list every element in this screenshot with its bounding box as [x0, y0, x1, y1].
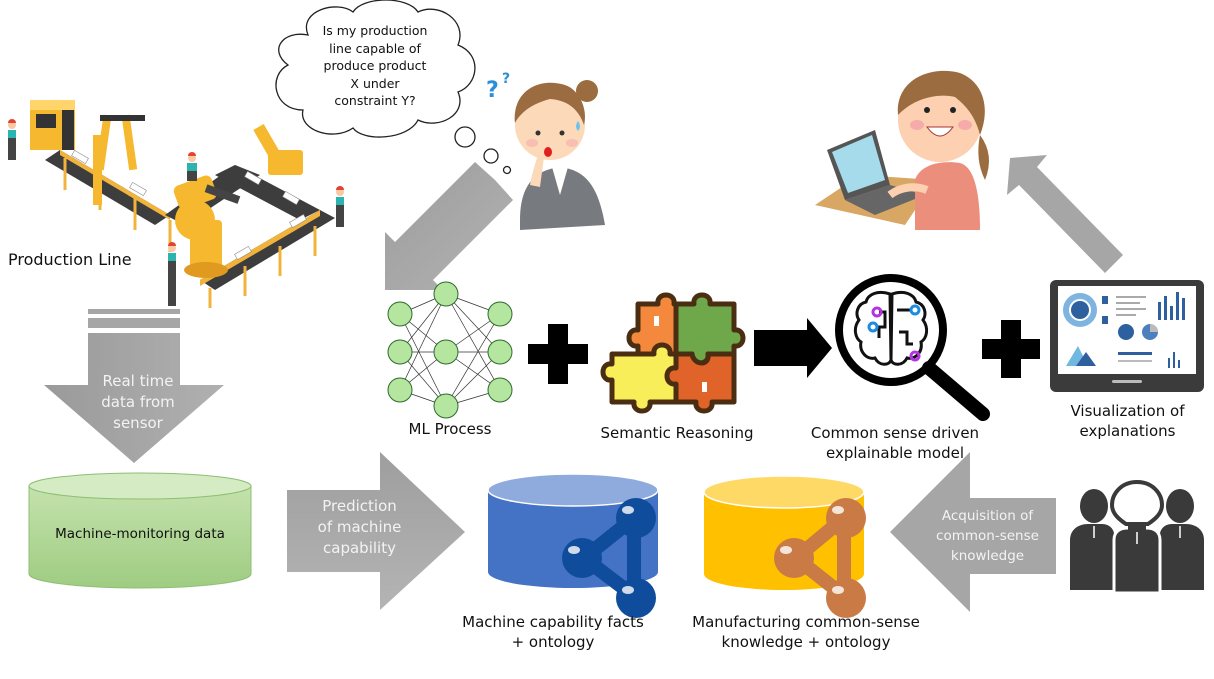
thought-line: constraint Y?	[334, 93, 416, 108]
commonsense-knowledge-database[interactable]	[700, 472, 900, 622]
commonsense-knowledge-label: Manufacturing common-sense knowledge + o…	[676, 612, 936, 652]
thought-line: Is my production	[322, 23, 428, 38]
production-line-label: Production Line	[8, 250, 132, 269]
puzzle-icon	[600, 292, 746, 414]
sensor-arrow-line: data from	[101, 393, 175, 411]
commonsense-knowledge-line: Manufacturing common-sense	[692, 613, 920, 631]
sensor-arrow-text: Real time data from sensor	[88, 371, 188, 434]
brain-icon	[853, 290, 929, 366]
sensor-arrow-line: sensor	[113, 414, 163, 432]
thought-line: line capable of	[329, 40, 421, 56]
acquisition-arrow-line: Acquisition of	[941, 508, 1034, 524]
prediction-arrow-line: Prediction	[322, 497, 397, 515]
workers	[8, 119, 344, 306]
explainable-model-line: Common sense driven	[810, 424, 980, 442]
acquisition-arrow-text: Acquisition of common-sense knowledge	[925, 506, 1050, 566]
semantic-reasoning-label: Semantic Reasoning	[600, 424, 754, 442]
happy-woman-with-laptop-illustration	[815, 70, 989, 230]
dashboard-monitor-icon	[1050, 280, 1204, 392]
question-to-ml-arrow[interactable]	[385, 162, 525, 298]
questioning-woman-illustration: ? ?	[486, 71, 605, 230]
experts-lightbulb-icon	[1070, 479, 1204, 595]
thought-bubble	[275, 0, 512, 175]
machine-station	[30, 100, 75, 150]
machine-capability-database[interactable]	[484, 470, 684, 620]
ontology-graph-icon	[774, 498, 866, 618]
network-nodes	[387, 281, 513, 419]
visualization-to-user-arrow[interactable]	[1005, 155, 1125, 275]
neural-network-icon	[387, 281, 513, 419]
question-mark-icon: ?	[502, 71, 510, 87]
explainable-model-label: Common sense driven explainable model	[800, 423, 990, 463]
production-line-illustration	[8, 100, 344, 308]
right-arrow-icon	[754, 318, 832, 378]
machine-monitoring-database[interactable]	[27, 472, 257, 592]
visualization-line: explanations	[1079, 422, 1176, 440]
explainable-model-icon	[835, 274, 990, 421]
ml-process-label: ML Process	[408, 420, 492, 438]
thought-line: produce product	[323, 58, 427, 73]
commonsense-knowledge-line: knowledge + ontology	[721, 633, 891, 651]
visualization-line: Visualization of	[1070, 402, 1185, 420]
thought-line: X under	[350, 75, 400, 91]
machine-capability-label: Machine capability facts + ontology	[448, 612, 658, 652]
robot-arms	[93, 114, 303, 278]
machine-capability-line: + ontology	[511, 633, 595, 651]
acquisition-arrow-line: common-sense	[936, 528, 1039, 544]
prediction-arrow-line: of machine	[317, 518, 402, 536]
sensor-arrow-line: Real time	[102, 372, 174, 390]
machine-capability-line: Machine capability facts	[462, 613, 644, 631]
explainable-model-line: explainable model	[826, 444, 964, 462]
question-mark-icon: ?	[486, 78, 499, 103]
ontology-graph-icon	[562, 498, 656, 618]
thought-bubble-text: Is my production line capable of produce…	[300, 22, 450, 110]
prediction-arrow-line: capability	[323, 539, 396, 557]
acquisition-arrow[interactable]	[888, 450, 1058, 615]
plus-icon	[982, 320, 1040, 378]
sensor-data-arrow[interactable]	[42, 305, 232, 465]
visualization-label: Visualization of explanations	[1045, 401, 1210, 441]
prediction-arrow[interactable]	[285, 452, 470, 612]
plus-icon	[528, 324, 588, 384]
prediction-arrow-text: Prediction of machine capability	[302, 496, 417, 559]
acquisition-arrow-line: knowledge	[950, 548, 1025, 564]
machine-monitoring-label: Machine-monitoring data	[55, 526, 225, 542]
